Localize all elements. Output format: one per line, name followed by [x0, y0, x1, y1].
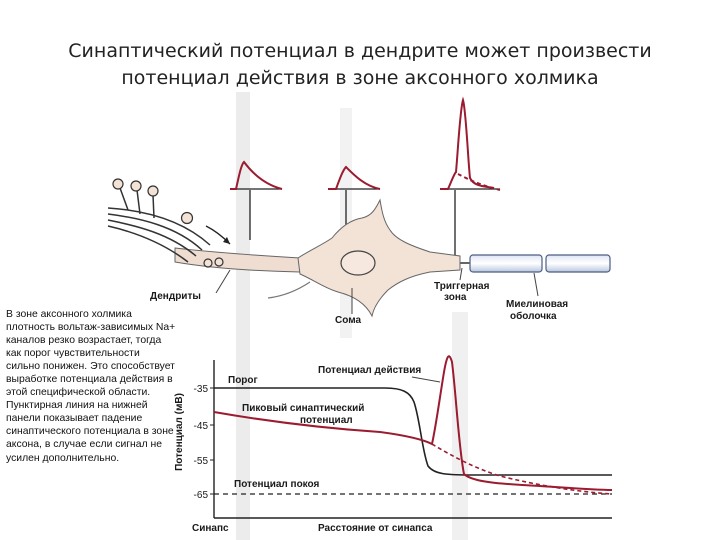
nucleus [340, 250, 376, 276]
x-axis-label: Расстояние от синапса [318, 523, 433, 534]
soma-lower-branch [267, 281, 311, 299]
neuron [174, 198, 611, 318]
y-axis-label: Потенциал (мВ) [174, 393, 185, 471]
label-threshold: Порог [228, 375, 258, 386]
label-resting-potential: Потенциал покоя [234, 479, 320, 490]
label-synapse: Синапс [192, 523, 229, 534]
label-peak-synaptic-1: Пиковый синаптический [242, 403, 364, 414]
soma [297, 198, 461, 318]
label-myelin-1: Миелиновая [506, 299, 568, 310]
trace-soma [328, 165, 381, 190]
synaptic-decay-dashed [431, 443, 613, 495]
title-line-2: потенциал действия в зоне аксонного холм… [121, 67, 599, 89]
y-tick-label: -35 [194, 384, 209, 395]
y-tick-label: -45 [194, 421, 209, 432]
synaptic-boutons [112, 178, 224, 268]
label-soma: Сома [335, 315, 361, 326]
synaptic-potential-curve [213, 355, 613, 491]
label-action-potential: Потенциал действия [318, 365, 421, 376]
presynaptic-fibers [107, 187, 211, 263]
y-tick-label: -65 [194, 490, 209, 501]
guide-bar-3 [452, 312, 468, 540]
label-myelin-2: оболочка [510, 310, 557, 322]
y-tick-label: -55 [194, 456, 209, 467]
myelin-segment-1 [469, 254, 543, 273]
trace-dendrite [230, 160, 283, 190]
potential-chart: Потенциал (мВ) -35 -45 -55 -65 Порог Пот… [174, 355, 613, 534]
label-peak-synaptic-2: потенциал [300, 415, 353, 426]
threshold-curve [214, 387, 612, 476]
explanation-note: В зоне аксонного холмика плотность вольт… [6, 309, 176, 464]
label-trigger-zone-2: зона [444, 292, 467, 303]
myelin-segment-2 [545, 254, 611, 273]
slide-title: Синаптический потенциал в дендрите может… [0, 38, 720, 92]
y-ticks: -35 -45 -55 -65 [194, 384, 214, 501]
trace-trigger-action-potential [440, 96, 501, 191]
label-dendrites: Дендриты [150, 291, 201, 302]
guide-bar-1 [236, 92, 250, 540]
label-trigger-zone-1: Триггерная [434, 281, 490, 292]
title-line-1: Синаптический потенциал в дендрите может… [68, 40, 652, 62]
